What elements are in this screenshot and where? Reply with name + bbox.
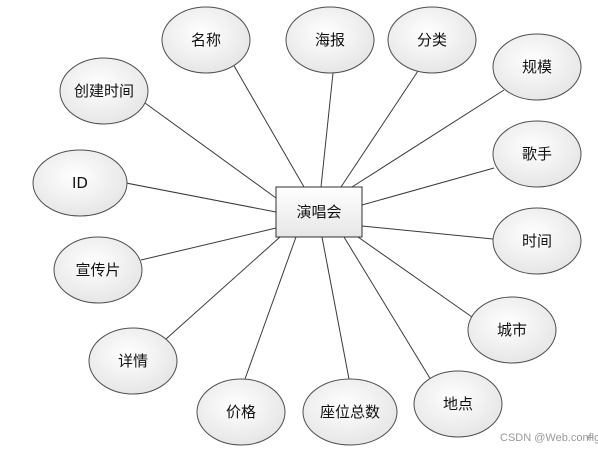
connector-line-promo-video	[140, 227, 277, 261]
attribute-node-category: 分类	[387, 6, 477, 74]
attribute-label: 座位总数	[320, 403, 380, 421]
entity-node: 演唱会	[275, 186, 363, 238]
attribute-node-details: 详情	[88, 327, 178, 395]
attribute-node-promo-video: 宣传片	[53, 236, 143, 304]
attribute-node-time: 时间	[492, 207, 582, 275]
attribute-ellipse	[88, 327, 178, 395]
attribute-ellipse	[387, 6, 477, 74]
attribute-node-location: 地点	[413, 370, 503, 438]
attribute-ellipse	[53, 236, 143, 304]
attribute-ellipse	[467, 296, 557, 364]
attribute-node-singer: 歌手	[492, 120, 582, 188]
attribute-ellipse	[492, 33, 582, 101]
entity-box	[275, 186, 363, 238]
attribute-node-price: 价格	[196, 378, 286, 446]
attribute-node-name: 名称	[161, 6, 251, 74]
connector-lines	[125, 63, 505, 381]
connector-line-details	[165, 236, 281, 340]
connector-line-time	[361, 225, 494, 240]
attribute-ellipse	[302, 378, 398, 446]
attribute-node-id: ID	[32, 149, 128, 217]
attribute-ellipse	[492, 207, 582, 275]
attribute-node-created-time: 创建时间	[59, 57, 149, 125]
attribute-label: 规模	[522, 58, 552, 76]
attribute-label: 创建时间	[74, 82, 134, 100]
attribute-label: 详情	[118, 352, 148, 370]
attribute-label: 海报	[315, 31, 345, 49]
connector-line-name	[232, 63, 305, 188]
connector-line-seat-total	[321, 236, 350, 380]
attribute-ellipse	[492, 120, 582, 188]
attribute-ellipse	[161, 6, 251, 74]
attribute-node-scale: 规模	[492, 33, 582, 101]
connector-line-singer	[361, 167, 495, 206]
connector-line-id	[125, 182, 277, 213]
attribute-label: 宣传片	[75, 261, 120, 279]
attribute-label: 时间	[522, 232, 552, 250]
attribute-label: 地点	[443, 395, 473, 413]
attribute-node-poster: 海报	[285, 6, 375, 74]
attribute-node-seat-total: 座位总数	[302, 378, 398, 446]
attribute-ellipse	[32, 149, 128, 217]
watermark-group: CSDN @Web.config ↵	[500, 432, 598, 444]
attribute-ellipse	[196, 378, 286, 446]
connector-line-city	[357, 236, 473, 318]
attribute-ellipse	[413, 370, 503, 438]
attribute-ellipse	[59, 57, 149, 125]
connector-line-scale	[351, 89, 505, 188]
attribute-label: 名称	[191, 31, 221, 49]
connector-line-category	[340, 70, 419, 188]
entity-label: 演唱会	[296, 203, 341, 221]
watermark: CSDN @Web.config	[500, 432, 598, 444]
attribute-label: 价格	[226, 403, 256, 421]
attribute-label: ID	[72, 174, 88, 192]
attribute-label: 城市	[497, 321, 527, 339]
connector-line-created-time	[144, 102, 277, 199]
attribute-label: 分类	[417, 31, 447, 49]
attribute-label: 歌手	[522, 145, 552, 163]
attribute-ellipse	[285, 6, 375, 74]
return-glyph: ↵	[586, 432, 595, 444]
attribute-node-city: 城市	[467, 296, 557, 364]
connector-line-price	[244, 236, 297, 380]
connector-line-location	[343, 236, 432, 381]
connector-line-poster	[320, 72, 334, 188]
